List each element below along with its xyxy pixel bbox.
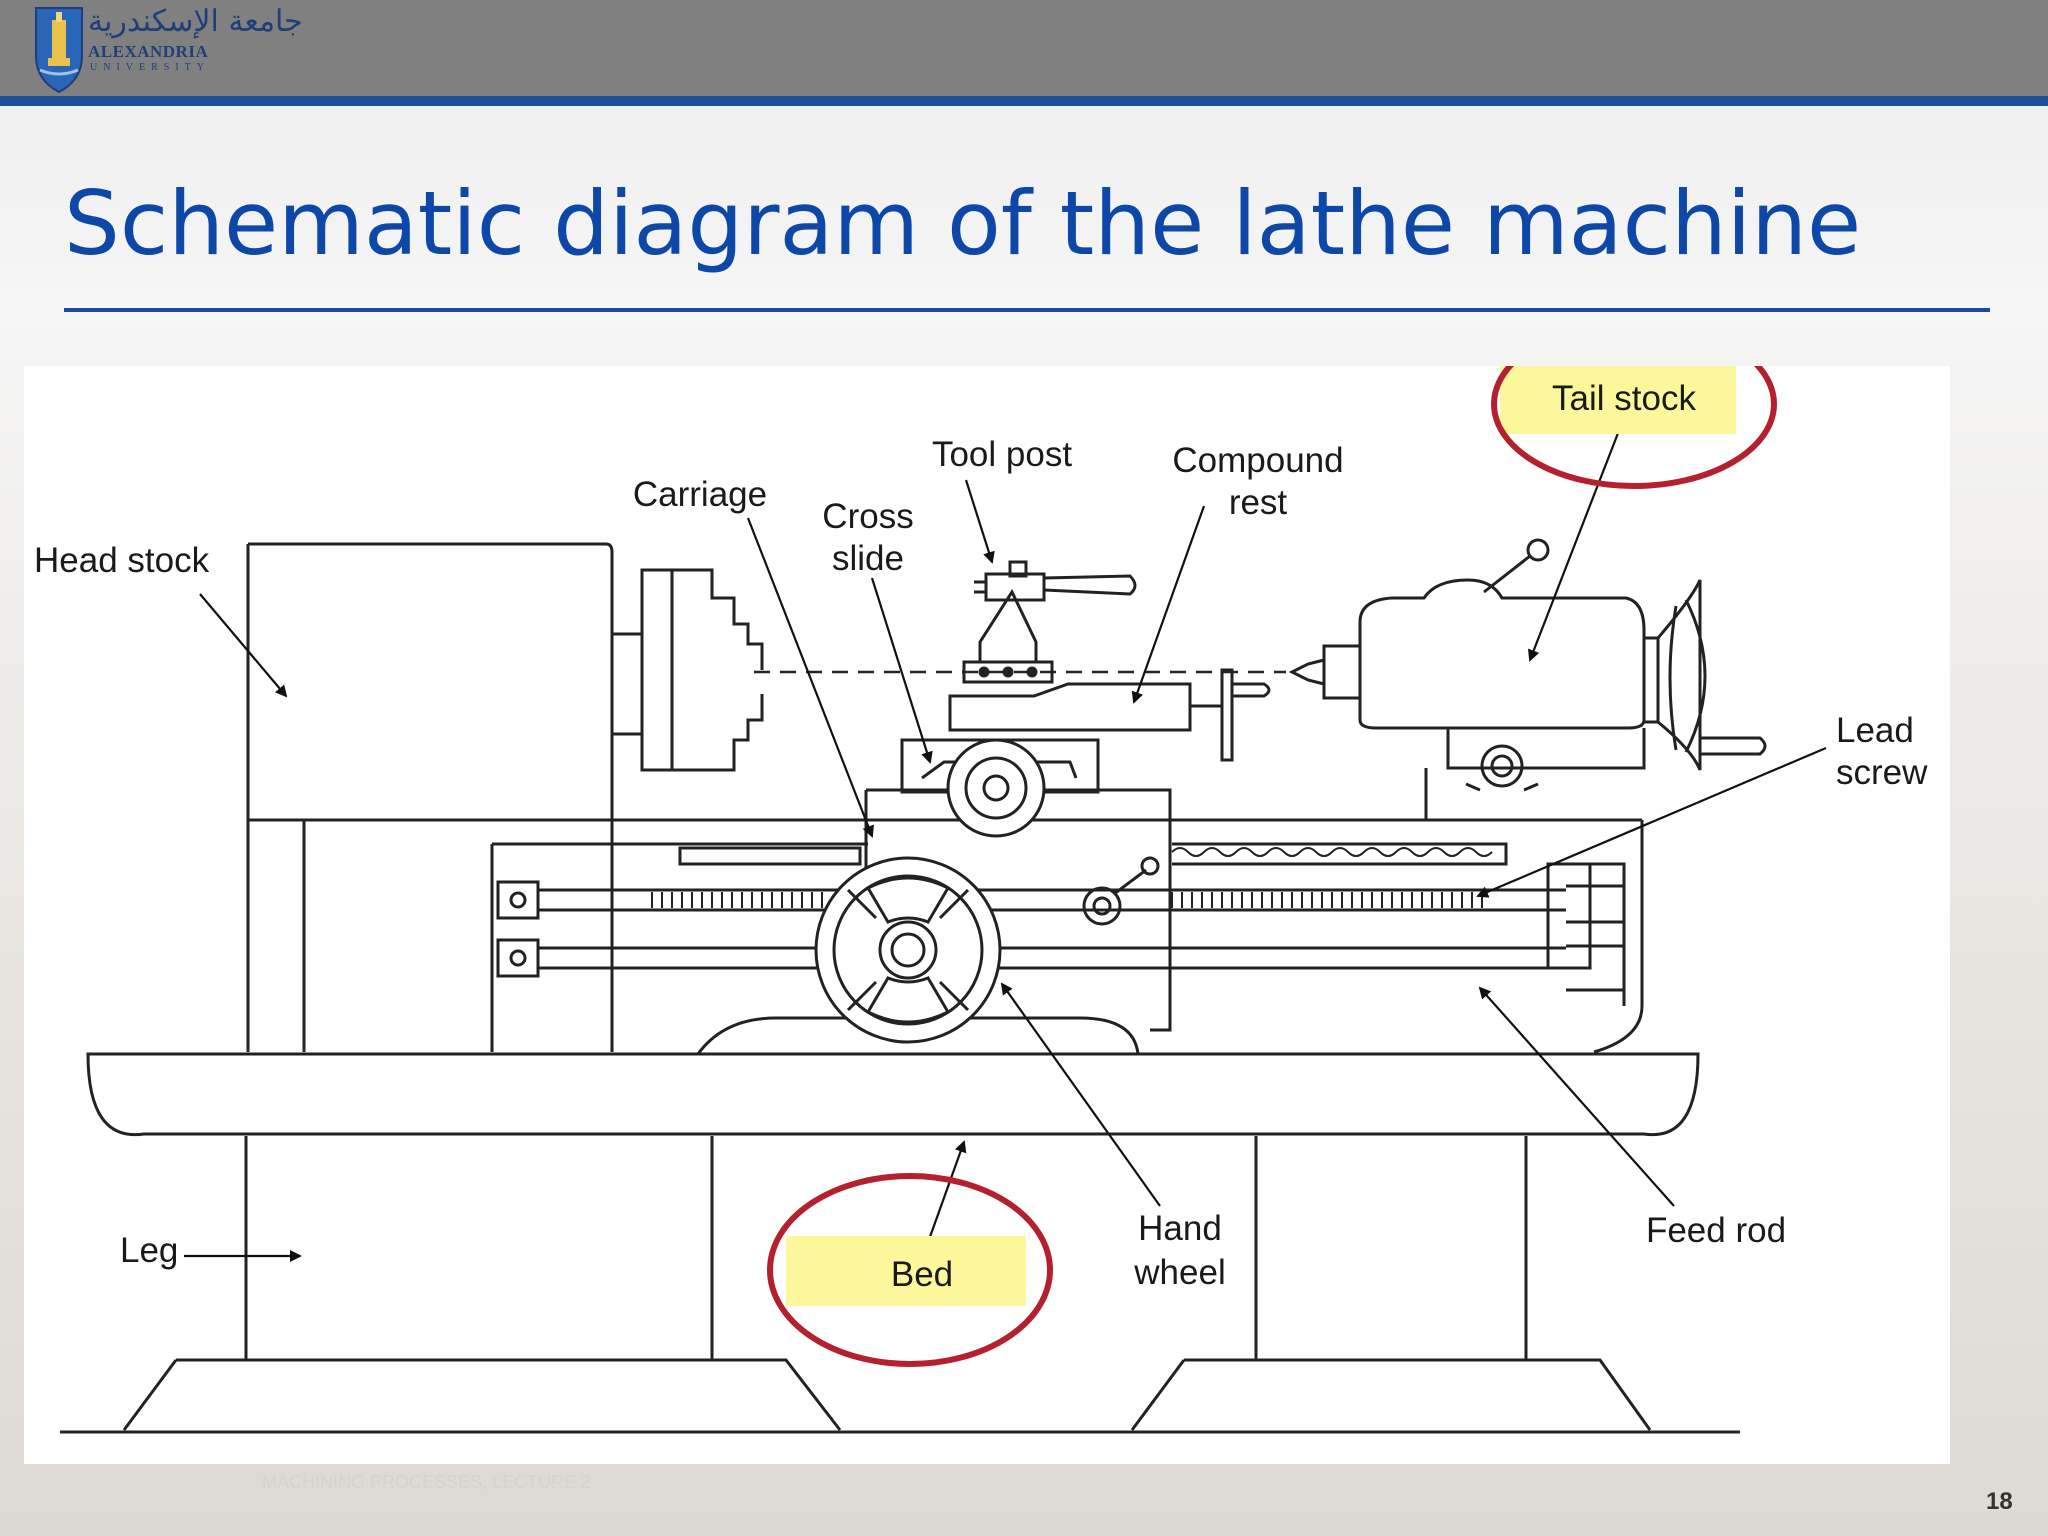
title-divider [64,308,1990,312]
slide-footer: MACHINING PROCESSES, LECTURE 2 [262,1472,592,1492]
logo-name: ALEXANDRIA [88,42,209,61]
label-cross-slide-line1: Cross [822,497,913,536]
label-tool-post: Tool post [932,435,1072,474]
shield-icon [35,7,83,94]
label-hand-wheel-line2: wheel [1133,1253,1225,1292]
label-lead-screw-line1: Lead [1836,711,1914,750]
bed-circle [767,1173,1053,1367]
leader-lines [184,427,1827,1262]
label-cross-slide-line2: slide [832,539,904,578]
bed [86,1052,1700,1137]
label-head-stock: Head stock [34,541,210,580]
tail-stock-body [1358,578,1646,730]
head-stock-body [248,542,614,1052]
label-bed: Bed [891,1255,953,1294]
lathe-drawing [60,538,1767,1434]
label-compound-rest-line1: Compound [1172,441,1343,480]
university-logo: جامعة الإسكندرية ALEXANDRIA UNIVERSITY [34,4,303,96]
label-leg: Leg [120,1231,178,1270]
logo-arabic-text: جامعة الإسكندرية [88,4,303,39]
chuck [640,568,674,772]
lathe-diagram-panel: Tail stock Tool post Compound rest Carri… [24,366,1950,1464]
bed-highlight [786,1236,1026,1306]
tail-stock-highlight [1500,366,1736,434]
lathe-schematic: Tail stock Tool post Compound rest Carri… [34,366,1928,1434]
slide-title: Schematic diagram of the lathe machine [64,172,1862,275]
logo-subtitle: UNIVERSITY [90,62,210,73]
label-lead-screw-line2: screw [1836,753,1928,792]
label-feed-rod: Feed rod [1646,1211,1786,1250]
header-bar [0,0,2048,96]
tail-stock-circle [1491,366,1777,489]
label-tail-stock: Tail stock [1552,379,1696,418]
header-rule [0,96,2048,106]
page-number: 18 [1986,1488,2013,1515]
label-hand-wheel-line1: Hand [1138,1209,1222,1248]
label-compound-rest-line2: rest [1229,483,1288,522]
label-carriage: Carriage [633,475,767,514]
